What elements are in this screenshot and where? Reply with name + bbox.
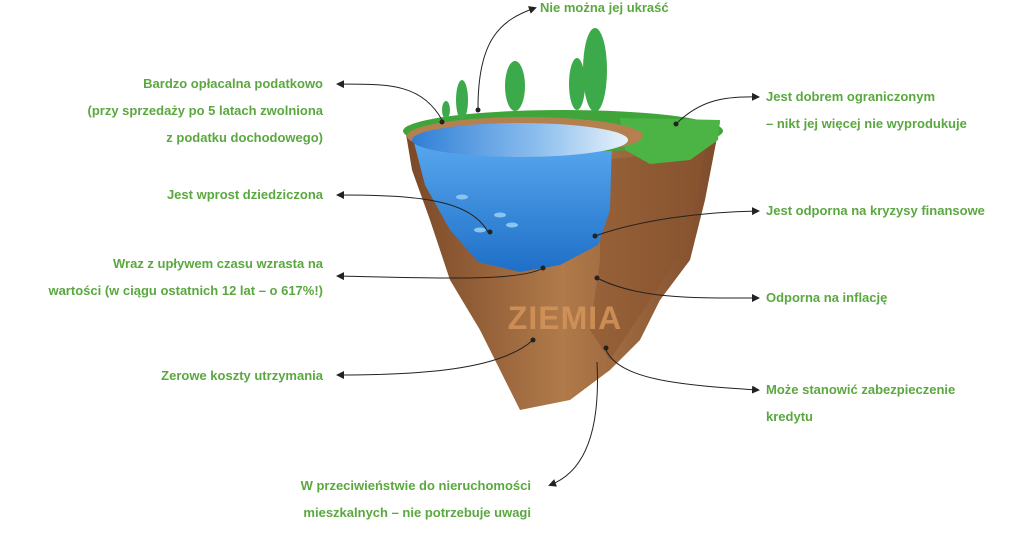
arrow-inflation (596, 277, 760, 303)
tree-tiny (442, 101, 450, 119)
label-zero-cost: Zerowe koszty utrzymania (161, 368, 323, 383)
label-inflation-resistant: Odporna na inflację (766, 290, 888, 305)
water-body (412, 135, 612, 272)
trees (442, 28, 607, 120)
pond-surface (412, 123, 628, 157)
fish-group (456, 194, 518, 233)
label-no-maintenance: W przeciwieństwie do nieruchomości miesz… (300, 478, 531, 520)
tree-left (456, 80, 468, 120)
fish (506, 222, 518, 228)
arrow-collateral (605, 349, 760, 394)
island-title: ZIEMIA (507, 300, 623, 336)
fish (474, 227, 486, 233)
arrow-top-center (477, 6, 537, 109)
soil-shading (590, 150, 705, 360)
fish (494, 212, 506, 218)
arrow-tax (336, 80, 443, 121)
connector-arrows (336, 6, 760, 487)
arrow-crisis (594, 207, 760, 237)
grass-right-edge (620, 118, 720, 164)
arrow-limited (675, 92, 760, 125)
label-collateral: Może stanowić zabezpieczenie kredytu (766, 382, 956, 424)
arrow-value-growth (336, 267, 544, 281)
label-value-growth: Wraz z upływem czasu wzrasta na wartości… (48, 256, 323, 298)
tree-small-right (569, 58, 585, 110)
label-tax-efficient: Bardzo opłacalna podatkowo (przy sprzeda… (87, 76, 324, 145)
tree-mid (505, 61, 525, 111)
label-limited-good: Jest dobrem ograniczonym – nikt jej więc… (766, 89, 967, 131)
tree-tall (583, 28, 607, 112)
arrow-dots (439, 107, 679, 351)
arrow-inherited (336, 191, 489, 233)
arrow-maintenance (548, 361, 598, 487)
label-cannot-be-stolen: Nie można jej ukraść (540, 0, 669, 15)
fish (456, 194, 468, 200)
arrow-zero-cost (336, 339, 534, 379)
label-inherited: Jest wprost dziedziczona (166, 187, 323, 202)
label-crisis-resistant: Jest odporna na kryzysy finansowe (766, 203, 985, 218)
